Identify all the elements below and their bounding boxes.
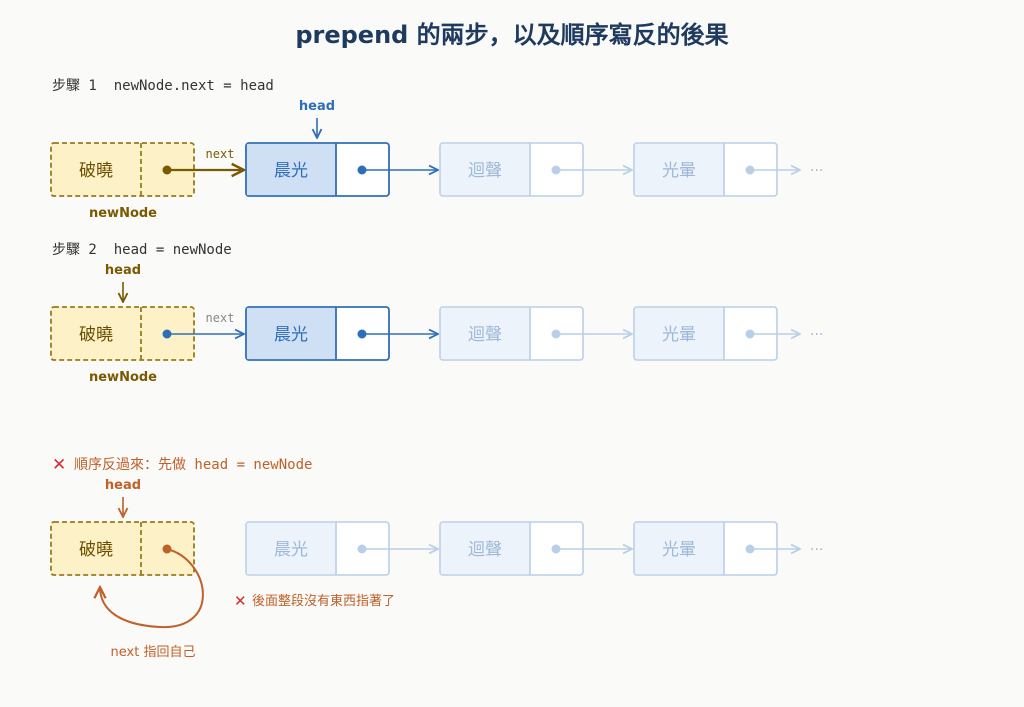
- node-value: 破曉: [79, 540, 113, 560]
- wrong-label: 順序反過來：先做 head = newNode: [74, 457, 312, 473]
- step2-head-label: head: [105, 263, 141, 278]
- node-value: 迴聲: [468, 325, 502, 345]
- node-value-fill: [441, 144, 530, 195]
- node-box: [50, 306, 195, 361]
- step2-node-guangyun: 光暈: [633, 306, 778, 361]
- wrong-node-chenguang: 晨光: [245, 521, 390, 576]
- lost-note: 後面整段沒有東西指著了: [252, 593, 395, 609]
- wrong-node-guangyun: 光暈: [633, 521, 778, 576]
- step1-newnode-label: newNode: [89, 206, 157, 221]
- step1-label: 步驟 1 newNode.next = head: [52, 78, 274, 94]
- step2-label: 步驟 2 head = newNode: [52, 242, 232, 258]
- step2-ellipsis: ···: [810, 327, 823, 343]
- step2-next-label: next: [206, 311, 235, 325]
- node-value: 破曉: [79, 161, 113, 181]
- node-value: 迴聲: [468, 540, 502, 560]
- step2-node-pojiao: 破曉: [50, 306, 195, 361]
- step1-section: 步驟 1 newNode.next = head head 破曉 newNode…: [50, 78, 823, 221]
- node-value: 破曉: [79, 325, 113, 345]
- node-value: 晨光: [274, 325, 308, 345]
- lost-cross-icon: ✕: [234, 592, 247, 610]
- node-value: 光暈: [662, 325, 696, 345]
- diagram-title: prepend 的兩步，以及順序寫反的後果: [295, 21, 728, 49]
- step1-node-pojiao: 破曉: [50, 142, 195, 197]
- step1-node-guangyun: 光暈: [633, 142, 778, 197]
- node-value-fill: [635, 144, 724, 195]
- self-loop-arrow: [100, 548, 204, 629]
- node-value: 迴聲: [468, 161, 502, 181]
- step2-node-huisheng: 迴聲: [439, 306, 584, 361]
- node-value-fill: [247, 523, 336, 574]
- node-value-fill: [635, 308, 724, 359]
- step1-next-label: next: [206, 147, 235, 161]
- step1-node-chenguang: 晨光: [245, 142, 390, 197]
- wrong-cross-icon: ✕: [52, 455, 66, 475]
- step2-section: 步驟 2 head = newNode head 破曉 newNode next…: [50, 242, 823, 385]
- wrong-ellipsis: ···: [810, 542, 823, 558]
- node-box: [50, 142, 195, 197]
- node-value-fill: [441, 523, 530, 574]
- step2-node-chenguang: 晨光: [245, 306, 390, 361]
- node-value-fill: [441, 308, 530, 359]
- wrong-node-pojiao: 破曉: [50, 521, 195, 576]
- node-box: [50, 521, 195, 576]
- node-value-fill: [247, 308, 336, 359]
- self-note: next 指回自己: [111, 645, 196, 660]
- wrong-section: ✕ 順序反過來：先做 head = newNode head 破曉 next 指…: [50, 455, 823, 660]
- wrong-node-huisheng: 迴聲: [439, 521, 584, 576]
- node-value: 光暈: [662, 540, 696, 560]
- step1-head-label: head: [299, 99, 335, 114]
- node-value: 晨光: [274, 161, 308, 181]
- step2-newnode-label: newNode: [89, 370, 157, 385]
- node-value-fill: [247, 144, 336, 195]
- node-value: 晨光: [274, 540, 308, 560]
- wrong-head-label: head: [105, 478, 141, 493]
- step1-ellipsis: ···: [810, 163, 823, 179]
- node-value: 光暈: [662, 161, 696, 181]
- node-value-fill: [635, 523, 724, 574]
